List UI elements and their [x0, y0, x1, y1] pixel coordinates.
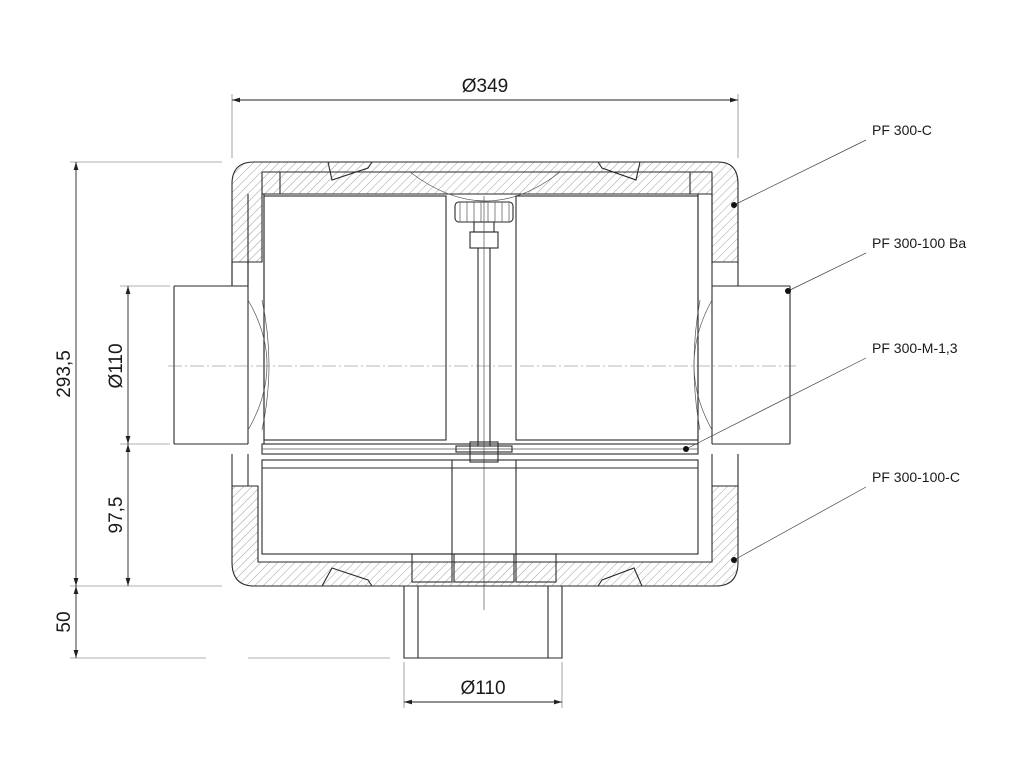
- callout-mesh: PF 300-M-1,3: [872, 340, 958, 356]
- callout-body: PF 300-100 Ba: [872, 235, 966, 251]
- lower-height-label: 97,5: [106, 497, 127, 534]
- mesh-part: [261, 441, 699, 463]
- dimension-lines: [73, 97, 738, 705]
- bottom-part: [231, 454, 739, 659]
- total-height-label: 293,5: [54, 350, 75, 398]
- outlet-height-label: 50: [54, 611, 75, 632]
- cover-part: [231, 161, 739, 263]
- callout-cover: PF 300-C: [872, 122, 932, 138]
- top-diameter-label: Ø349: [462, 76, 508, 97]
- inlet-diameter-label: Ø110: [106, 343, 127, 388]
- knob-rod: [454, 196, 514, 610]
- leader-lines: [683, 139, 867, 563]
- body-part: [168, 194, 796, 445]
- callout-bottom: PF 300-100-C: [872, 469, 960, 485]
- outlet-diameter-label: Ø110: [460, 678, 505, 699]
